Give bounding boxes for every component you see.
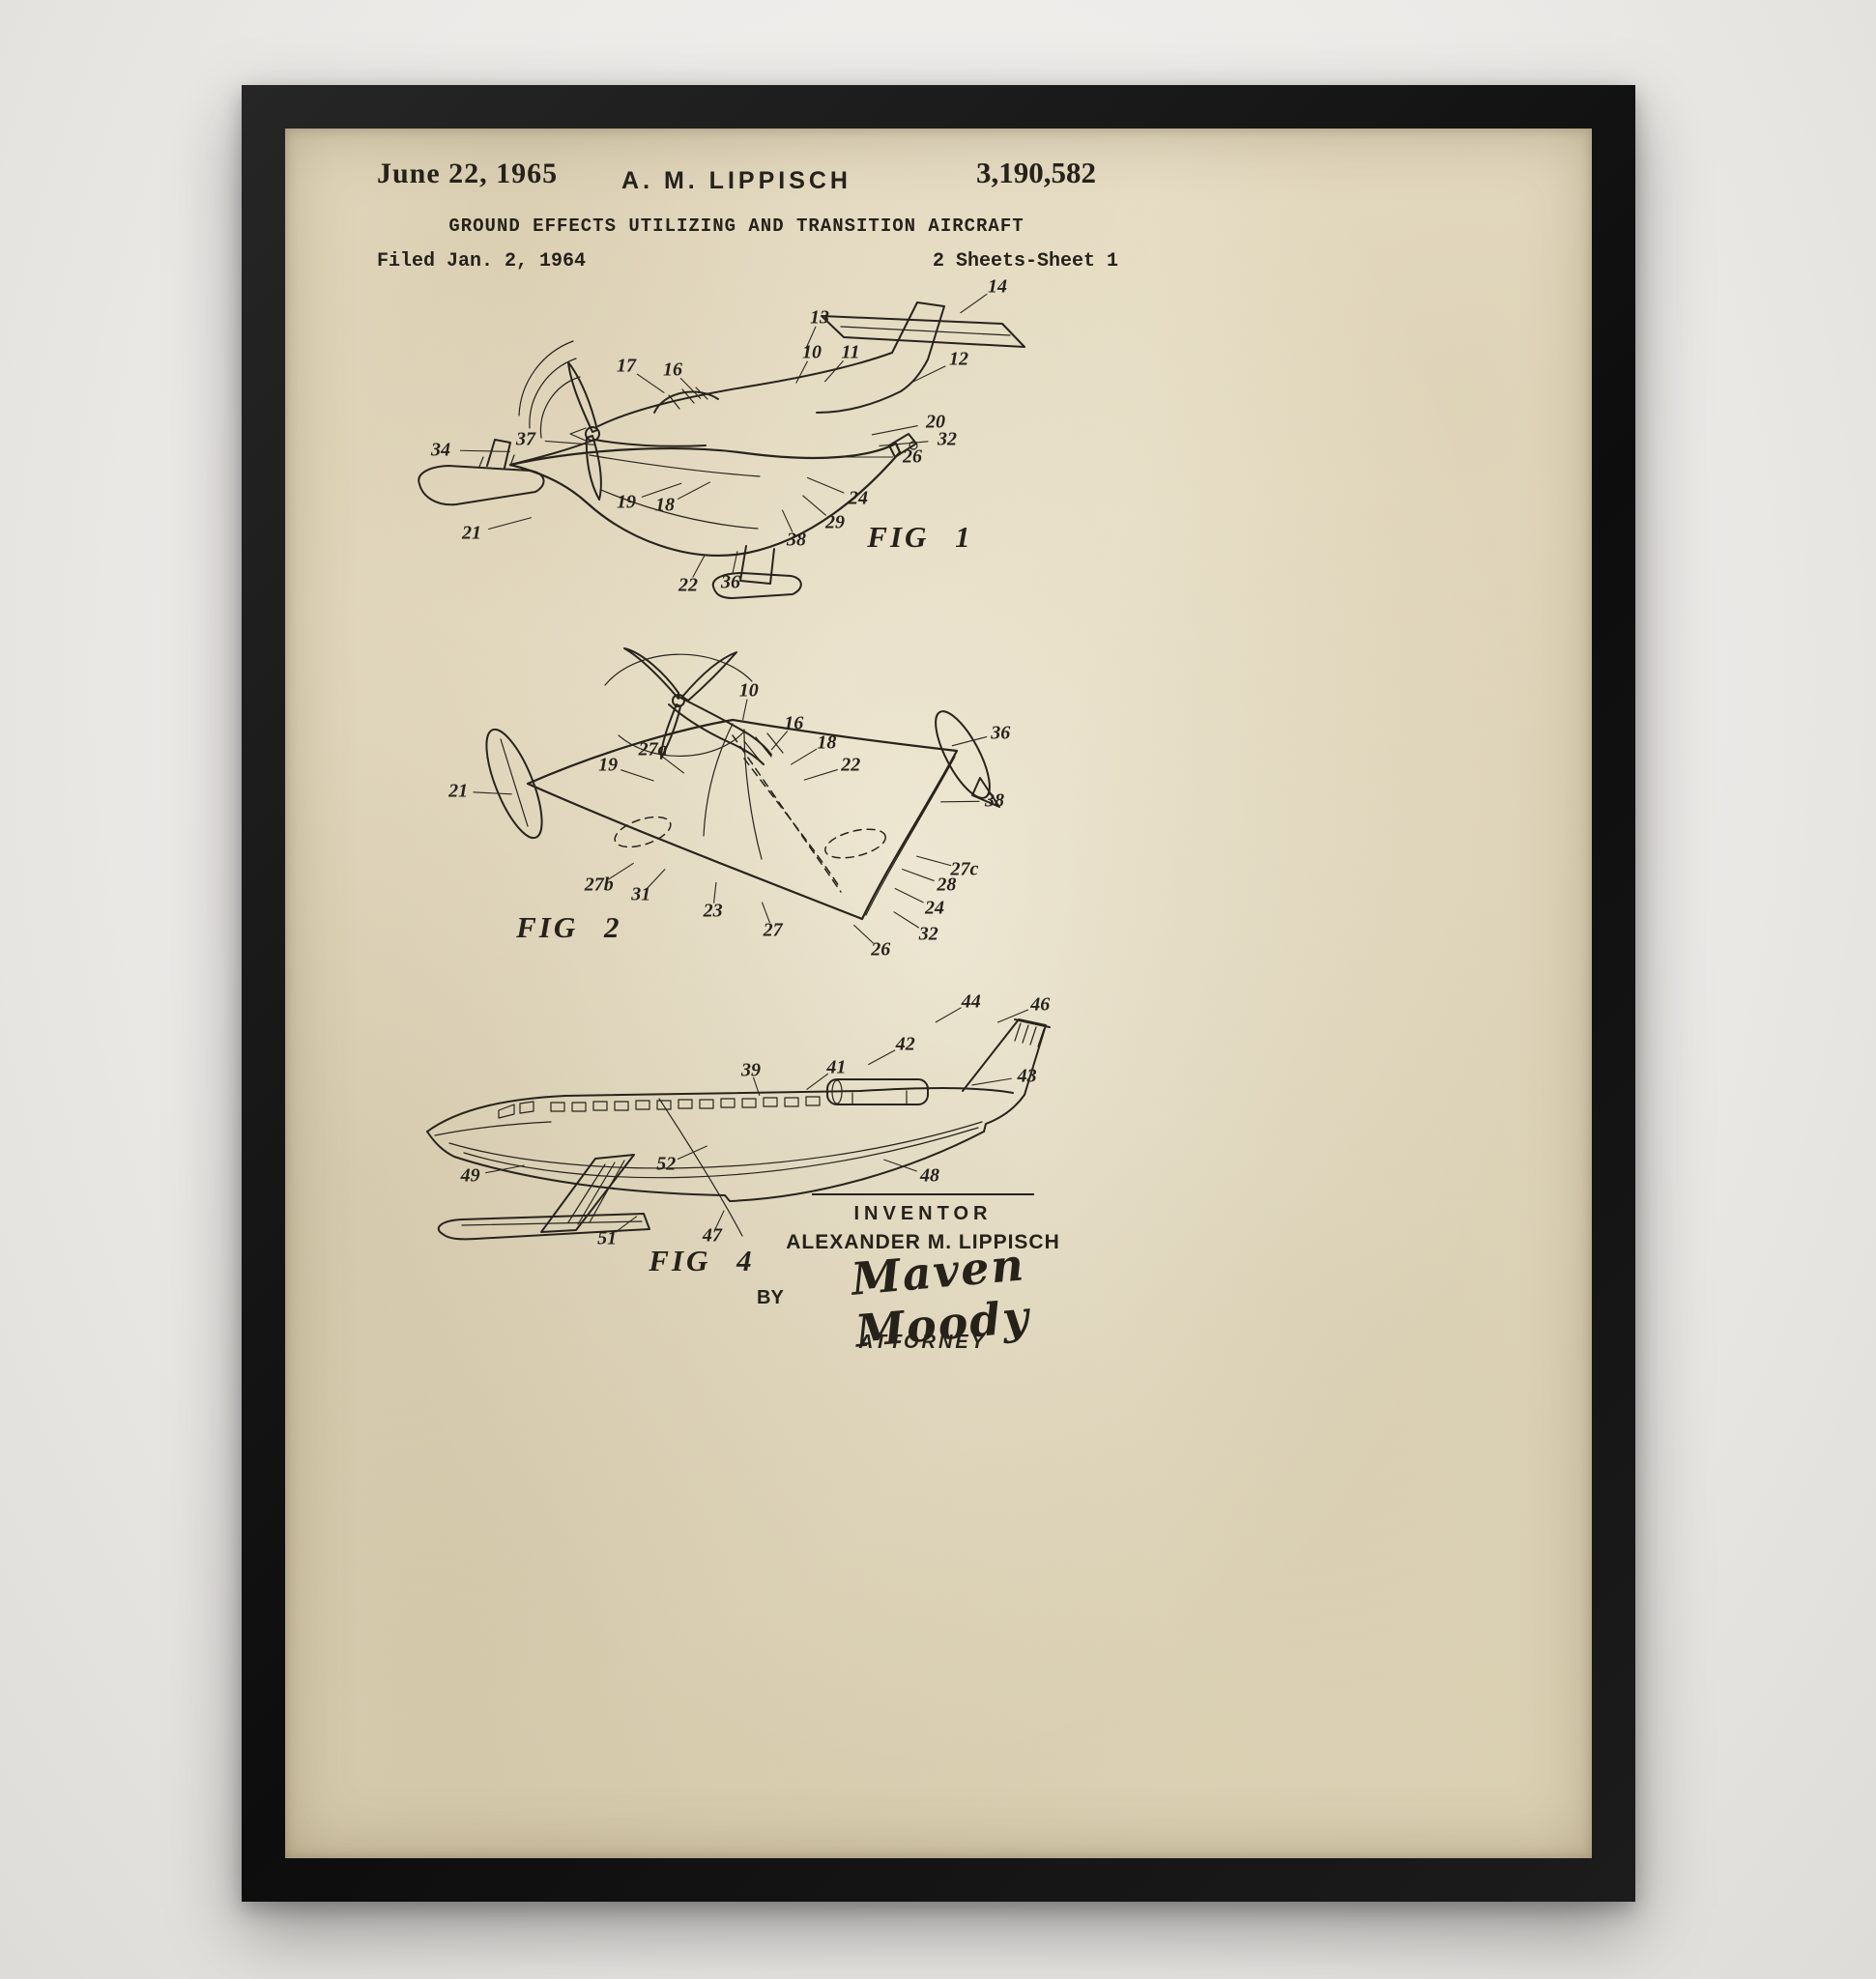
callout-26: 26 [903,446,922,469]
fig4-label: FIG 4 [649,1244,754,1278]
callout-39: 39 [741,1059,761,1081]
callout-10: 10 [739,680,759,703]
callout-27a: 27a [639,738,668,760]
cabin-windows [499,1097,820,1118]
callout-32: 32 [938,429,957,451]
callout-12: 12 [949,349,968,371]
callout-41: 41 [826,1056,846,1078]
callout-36: 36 [991,722,1010,744]
propeller [519,341,601,500]
callout-46: 46 [1030,993,1050,1016]
callout-38: 38 [985,790,1004,813]
callout-19: 19 [617,491,636,513]
figure-1: 1716131410111220322634371918242921382236… [387,266,1160,614]
patent-date: June 22, 1965 [377,158,558,190]
callout-21: 21 [462,523,481,545]
patent-sheet: June 22, 1965 A. M. LIPPISCH 3,190,582 G… [285,129,1592,1858]
callout-16: 16 [784,712,803,734]
callout-18: 18 [655,495,675,517]
callout-22: 22 [678,575,698,597]
by-label: BY [757,1287,784,1309]
callout-26: 26 [871,939,890,961]
signature-rule [812,1193,1034,1195]
callout-23: 23 [704,901,723,923]
signature-block: INVENTOR ALEXANDER M. LIPPISCH BY Maven … [749,1193,1097,1354]
callout-42: 42 [896,1034,915,1056]
callout-49: 49 [461,1164,480,1187]
callout-34: 34 [431,439,450,461]
callout-38: 38 [787,530,806,552]
callout-37: 37 [516,429,535,451]
callout-32: 32 [919,923,938,945]
callout-19: 19 [598,755,618,777]
left-wingtip-float [476,723,553,844]
callout-28: 28 [937,875,956,897]
callout-24: 24 [925,897,944,919]
callout-51: 51 [597,1227,617,1249]
callout-14: 14 [988,275,1007,298]
callout-44: 44 [962,990,981,1013]
patent-number: 3,190,582 [976,156,1096,190]
callout-11: 11 [842,342,860,364]
fig2-label: FIG 2 [516,910,621,945]
callout-17: 17 [617,356,636,378]
callout-13: 13 [810,307,829,330]
callout-27: 27 [764,920,783,942]
callout-24: 24 [849,488,868,510]
engine-pod [827,1079,928,1104]
inventor-header: A. M. LIPPISCH [621,167,851,195]
signature-row: BY Maven Moody [749,1266,1097,1330]
callout-29: 29 [825,512,845,534]
callout-18: 18 [817,731,836,754]
callout-31: 31 [631,884,650,906]
poster-frame: June 22, 1965 A. M. LIPPISCH 3,190,582 G… [242,85,1635,1902]
patent-title: GROUND EFFECTS UTILIZING AND TRANSITION … [448,215,1024,237]
callout-27b: 27b [585,875,614,897]
callout-48: 48 [920,1164,939,1187]
fuselage [594,353,901,446]
callout-52: 52 [656,1153,676,1175]
callout-21: 21 [448,781,468,803]
fig1-label: FIG 1 [867,520,972,555]
callout-43: 43 [1018,1065,1037,1087]
callout-10: 10 [802,342,822,364]
callout-22: 22 [841,755,860,777]
callout-36: 36 [721,571,740,593]
callout-16: 16 [663,359,682,382]
figure-2: 10161822363827a192127c2827b312324273226 … [425,643,1025,966]
inventor-label: INVENTOR [749,1203,1097,1225]
fig1-drawing [387,266,1160,614]
